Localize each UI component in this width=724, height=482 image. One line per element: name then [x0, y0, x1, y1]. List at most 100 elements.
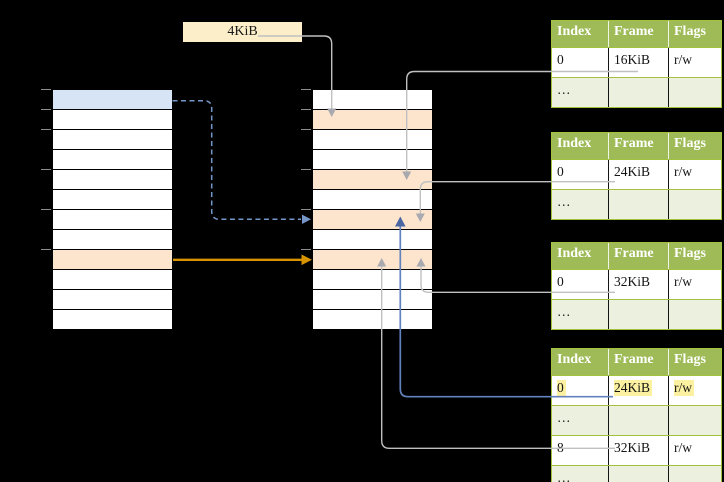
- frame-cell: 32KiB: [609, 270, 669, 299]
- index-cell: …: [552, 190, 609, 219]
- flags-cell: r/w: [674, 164, 692, 179]
- arrowhead-right-icon: [302, 214, 311, 224]
- flags-cell: [669, 466, 721, 482]
- tick-mark: [301, 89, 311, 90]
- memory-row: [313, 110, 432, 130]
- tick-mark: [301, 249, 311, 250]
- index-cell: 8: [552, 436, 609, 465]
- table-row: 0 32KiB r/w: [552, 269, 721, 299]
- flags-cell: r/w: [674, 440, 692, 455]
- index-cell: …: [552, 406, 609, 435]
- memory-row: [313, 290, 432, 310]
- highlighted-value: 0: [557, 380, 566, 396]
- col-header-flags: Flags: [674, 352, 706, 367]
- frame-cell: 24KiB: [609, 376, 669, 405]
- memory-row: [53, 230, 172, 250]
- table-row: 0 16KiB r/w: [552, 47, 721, 77]
- flags-cell: [669, 406, 721, 435]
- flags-cell: [669, 78, 721, 107]
- highlighted-value: 24KiB: [614, 380, 653, 396]
- arrow-virtual-to-physical-dashed: [172, 99, 301, 221]
- tick-mark: [301, 209, 311, 210]
- page-size-box: 4KiB: [183, 22, 302, 42]
- tick-mark: [301, 169, 311, 170]
- memory-row: [53, 130, 172, 150]
- table-header-row: Index Frame Flags: [552, 243, 721, 269]
- frame-cell: [609, 190, 669, 219]
- index-cell: 0: [552, 160, 609, 189]
- frame-cell: 32KiB: [609, 436, 669, 465]
- memory-row: [53, 170, 172, 190]
- col-header-frame: Frame: [609, 133, 669, 159]
- table-row: …: [552, 299, 721, 329]
- col-header-flags: Flags: [674, 136, 706, 151]
- memory-row: [313, 190, 432, 210]
- col-header-index: Index: [552, 21, 609, 47]
- memory-row: [53, 210, 172, 230]
- tick-mark: [41, 169, 51, 170]
- table-row: 0 24KiB r/w: [552, 159, 721, 189]
- memory-row: [53, 290, 172, 310]
- tick-mark: [41, 129, 51, 130]
- page-table-level2: Index Frame Flags 0 24KiB r/w … 8 32KiB …: [551, 348, 722, 482]
- tick-mark: [41, 89, 51, 90]
- frame-cell: [609, 406, 669, 435]
- tick-mark: [301, 129, 311, 130]
- index-cell: 0: [552, 48, 609, 77]
- tick-mark: [41, 249, 51, 250]
- table-header-row: Index Frame Flags: [552, 133, 721, 159]
- table-row: …: [552, 405, 721, 435]
- index-cell: …: [552, 78, 609, 107]
- table-row-highlighted: 0 24KiB r/w: [552, 375, 721, 405]
- memory-row: [53, 310, 172, 330]
- physical-memory-column: [301, 89, 433, 331]
- frame-cell: 16KiB: [609, 48, 669, 77]
- table-row: …: [552, 77, 721, 107]
- arrowhead-right-icon: [301, 254, 312, 266]
- table-row: …: [552, 189, 721, 219]
- col-header-flags: Flags: [674, 246, 706, 261]
- memory-row: [53, 250, 172, 270]
- frame-cell: [609, 78, 669, 107]
- col-header-flags: Flags: [674, 24, 706, 39]
- page-size-label: 4KiB: [227, 24, 258, 39]
- index-cell: …: [552, 300, 609, 329]
- col-header-frame: Frame: [609, 243, 669, 269]
- memory-row: [53, 190, 172, 210]
- memory-row: [53, 150, 172, 170]
- virtual-memory-column: [41, 89, 173, 331]
- memory-row: [313, 230, 432, 250]
- flags-cell: r/w: [669, 376, 721, 405]
- memory-row: [53, 90, 172, 110]
- index-cell: …: [552, 466, 609, 482]
- page-table-16kib: Index Frame Flags 0 16KiB r/w …: [551, 20, 722, 108]
- page-table-24kib: Index Frame Flags 0 24KiB r/w …: [551, 132, 722, 220]
- table-row: 8 32KiB r/w: [552, 435, 721, 465]
- col-header-index: Index: [552, 349, 609, 375]
- flags-cell: [669, 190, 721, 219]
- tick-mark: [41, 209, 51, 210]
- table-header-row: Index Frame Flags: [552, 21, 721, 47]
- frame-cell: 24KiB: [609, 160, 669, 189]
- flags-cell: r/w: [674, 52, 692, 67]
- col-header-index: Index: [552, 243, 609, 269]
- flags-cell: [669, 300, 721, 329]
- memory-row: [313, 130, 432, 150]
- frame-cell: [609, 466, 669, 482]
- memory-row: [313, 90, 432, 110]
- index-cell: 0: [552, 376, 609, 405]
- flags-cell: r/w: [674, 274, 692, 289]
- table-row: …: [552, 465, 721, 482]
- memory-row: [313, 170, 432, 190]
- page-table-32kib: Index Frame Flags 0 32KiB r/w …: [551, 242, 722, 330]
- memory-row: [53, 110, 172, 130]
- memory-row: [313, 250, 432, 270]
- memory-row: [313, 270, 432, 290]
- col-header-frame: Frame: [609, 21, 669, 47]
- index-cell: 0: [552, 270, 609, 299]
- frame-cell: [609, 300, 669, 329]
- tick-mark: [41, 109, 51, 110]
- memory-row: [53, 270, 172, 290]
- table-header-row: Index Frame Flags: [552, 349, 721, 375]
